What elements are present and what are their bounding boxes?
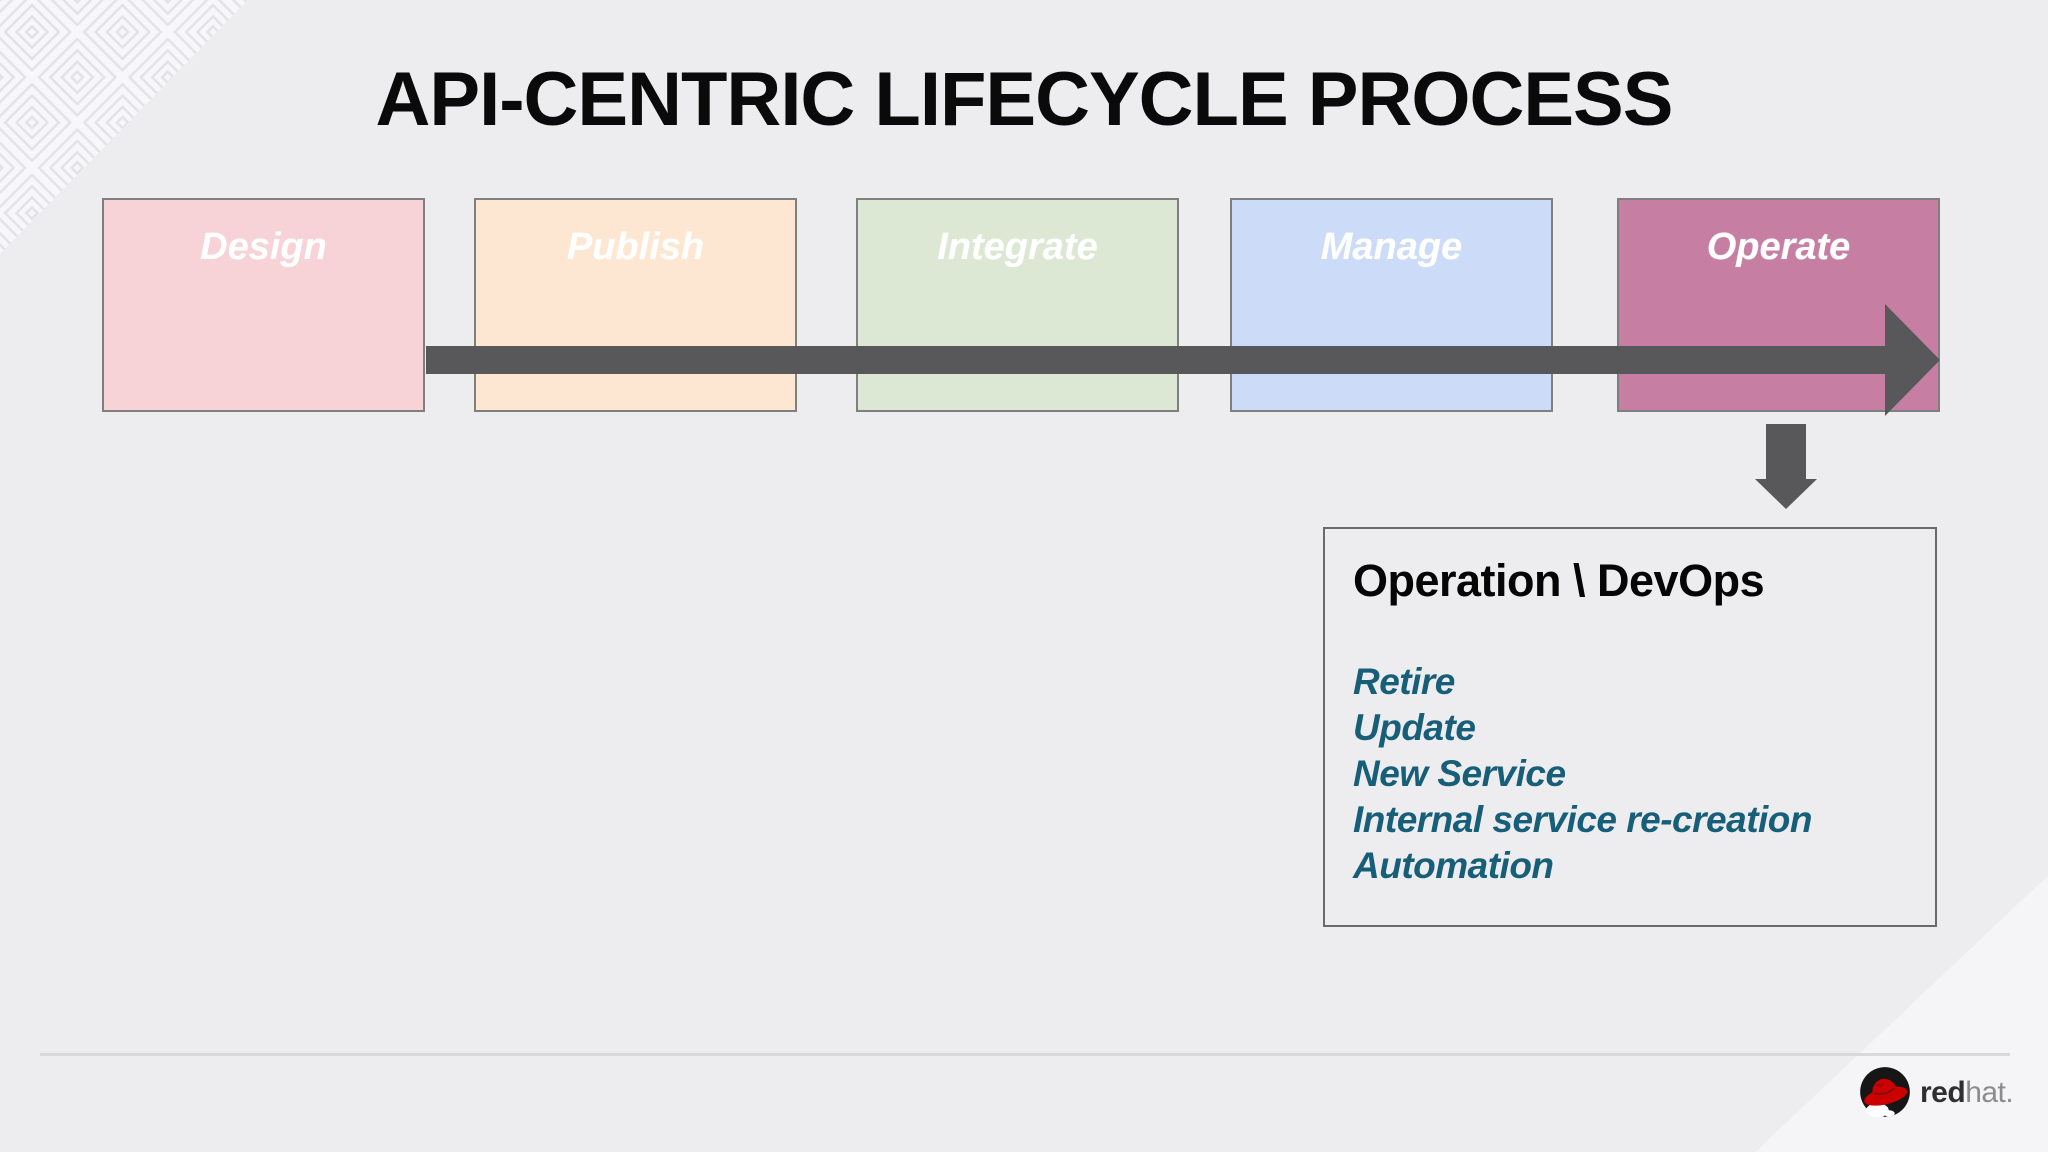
stage-label-operate: Operate	[1706, 226, 1851, 268]
stage-box-publish: Publish	[474, 198, 797, 412]
panel-item-retire: Retire	[1353, 661, 1455, 702]
stage-label-publish: Publish	[566, 226, 705, 268]
panel-item-update: Update	[1353, 707, 1476, 748]
redhat-wordmark: redhat.	[1920, 1076, 2014, 1110]
stage-label-design: Design	[200, 226, 327, 268]
panel-item-internal-service-recreation: Internal service re-creation	[1353, 799, 1813, 840]
stage-label-manage: Manage	[1320, 226, 1463, 268]
stage-box-operate: Operate	[1617, 198, 1940, 412]
panel-item-new-service: New Service	[1353, 753, 1566, 794]
redhat-wordmark-red: red	[1920, 1076, 1966, 1109]
down-arrow-head-icon	[1755, 479, 1817, 509]
operation-devops-panel: Operation \ DevOps Retire Update New Ser…	[1323, 527, 1937, 927]
slide-title: API-CENTRIC LIFECYCLE PROCESS	[375, 57, 1674, 142]
panel-item-automation: Automation	[1353, 845, 1554, 886]
stage-box-manage: Manage	[1230, 198, 1553, 412]
redhat-wordmark-hat: hat.	[1965, 1076, 2014, 1109]
stage-label-integrate: Integrate	[937, 226, 1098, 268]
panel-title: Operation \ DevOps	[1353, 555, 1765, 606]
redhat-logo: redhat.	[1858, 1066, 2014, 1120]
panel-item-list: Retire Update New Service Internal servi…	[1353, 659, 1915, 889]
down-arrow-shaft	[1766, 424, 1806, 480]
redhat-shadowman-icon	[1860, 1067, 1910, 1118]
footer-divider	[40, 1053, 2010, 1056]
flow-arrow-head-icon	[1885, 304, 1940, 416]
stage-box-design: Design	[102, 198, 425, 412]
stage-box-integrate: Integrate	[856, 198, 1179, 412]
flow-arrow-shaft	[426, 346, 1885, 374]
